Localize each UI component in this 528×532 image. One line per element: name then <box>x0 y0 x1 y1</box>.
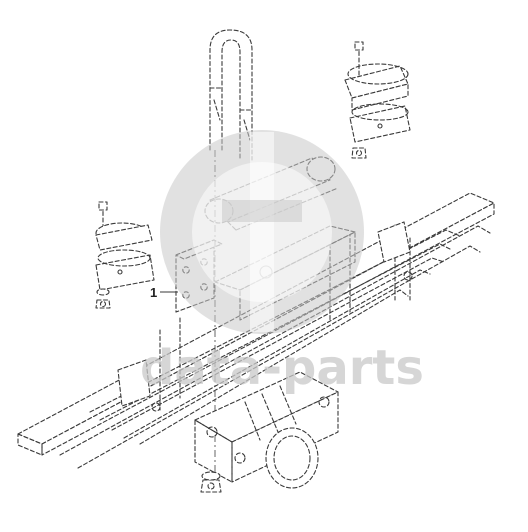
right-clamp-assembly <box>344 41 411 159</box>
u-bolt <box>209 29 253 161</box>
callout-1: 1 <box>150 285 178 300</box>
watermark-text: data-parts <box>140 340 424 396</box>
watermark-logo <box>160 130 364 334</box>
watermark: data-parts <box>140 130 424 396</box>
left-clamp-assembly <box>95 201 155 309</box>
callout-1-label: 1 <box>150 285 157 300</box>
axle-seat <box>194 371 339 489</box>
bottom-nut <box>200 471 222 493</box>
